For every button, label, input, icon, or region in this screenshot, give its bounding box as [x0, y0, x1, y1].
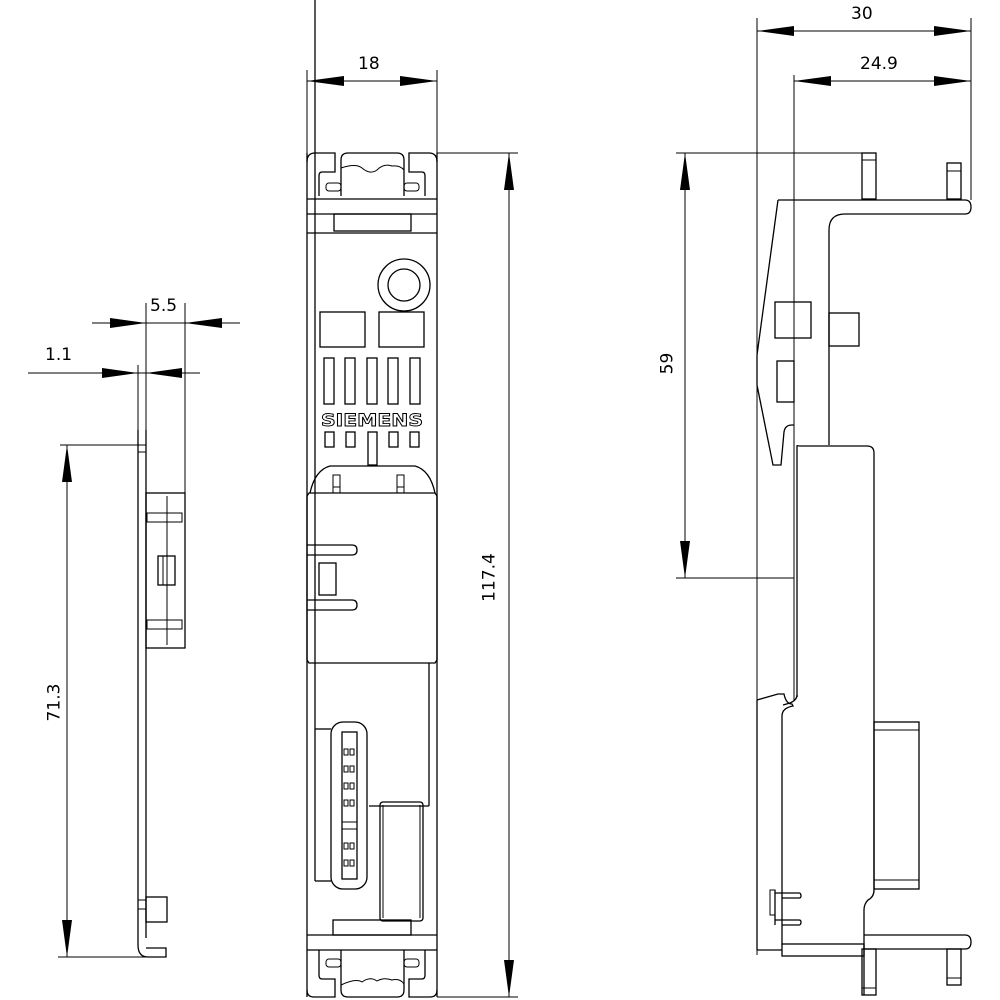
dim-right-height-label: 59 [657, 352, 678, 375]
right-side-view [676, 18, 972, 996]
left-side-view [28, 303, 240, 958]
dim-front-width-label: 18 [358, 54, 380, 74]
dim-left-height-label: 71.3 [44, 683, 65, 722]
siemens-logo: SIEMENS [321, 411, 423, 431]
dim-thickness-outer-label: 5.5 [150, 296, 178, 316]
dim-thickness-plate-label: 1.1 [45, 345, 73, 365]
dim-depth-total-label: 30 [851, 4, 873, 24]
front-view: SIEMENS [306, 0, 518, 998]
dim-front-height-label: 117.4 [479, 553, 500, 602]
dim-depth-partial-label: 24.9 [860, 54, 898, 74]
